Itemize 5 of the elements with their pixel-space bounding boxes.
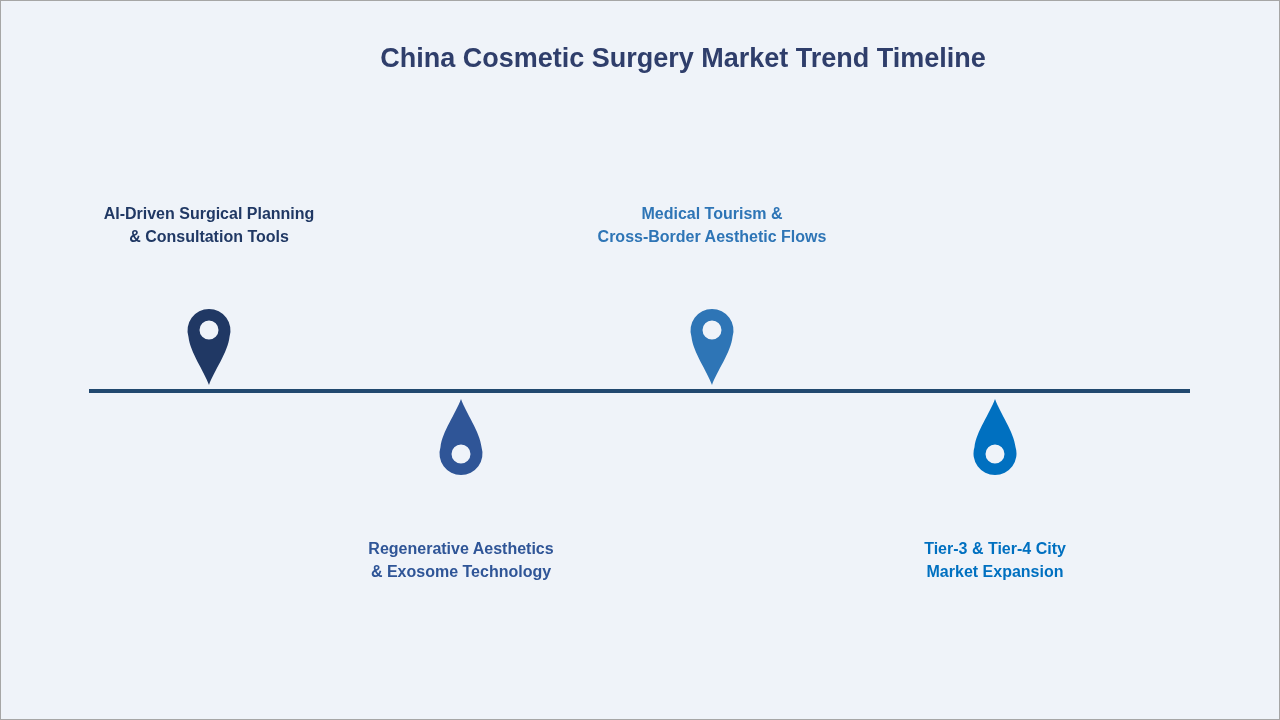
milestone-label: Medical Tourism & Cross-Border Aesthetic Flows xyxy=(596,204,828,247)
milestone-label: Regenerative Aesthetics & Exosome Technology xyxy=(367,539,555,582)
diagram-title: China Cosmetic Surgery Market Trend Timeline xyxy=(379,42,987,74)
milestone-label: Tier-3 & Tier-4 City Market Expansion xyxy=(923,539,1067,582)
milestone-label: AI-Driven Surgical Planning & Consultation Tools xyxy=(102,204,316,247)
